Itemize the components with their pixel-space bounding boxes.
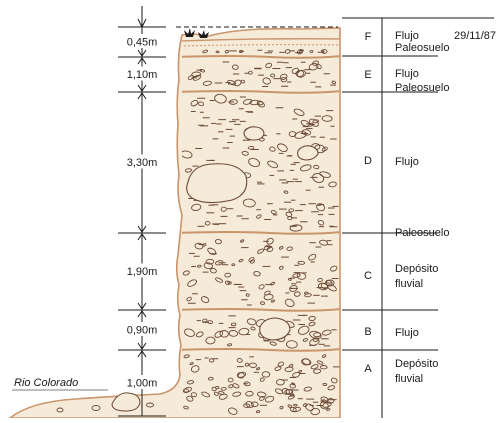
thickness-label: 1,10m [127, 69, 158, 81]
unit-description: Flujo [395, 156, 419, 168]
unit-description: fluvial [395, 373, 423, 385]
thickness-label: 1,90m [127, 266, 158, 278]
sediment-body [10, 28, 340, 418]
boulder [298, 146, 318, 160]
unit-letter: E [364, 69, 371, 81]
thickness-scale: 1,00m 0,90m 1,90m 3,30m 1,10m 0,45m [118, 6, 166, 416]
boulder [187, 164, 247, 203]
thickness-label: 0,45m [127, 37, 158, 49]
unit-description: Flujo [395, 68, 419, 80]
unit-letter: A [364, 363, 372, 375]
unit-letter: D [364, 155, 372, 167]
date-label: 29/11/87 [454, 30, 496, 42]
unit-description: Depósito [395, 358, 438, 370]
paleosol-label: Paleosuelo [395, 227, 449, 239]
boulder [260, 318, 290, 340]
thickness-label: 1,00m [127, 378, 158, 390]
unit-letter: C [364, 270, 372, 282]
thickness-label: 3,30m [127, 157, 158, 169]
unit-description: Paleosuelo [395, 42, 449, 54]
thickness-label: 0,90m [127, 325, 158, 337]
river-label: Rio Colorado [14, 377, 78, 389]
unit-letter: B [364, 326, 371, 338]
unit-description: Flujo [395, 327, 419, 339]
boulder [244, 127, 264, 140]
unit-description: Paleosuelo [395, 82, 449, 94]
unit-description: fluvial [395, 278, 423, 290]
unit-description: Depósito [395, 263, 438, 275]
unit-description: Flujo [395, 30, 419, 42]
unit-letter: F [365, 31, 372, 43]
